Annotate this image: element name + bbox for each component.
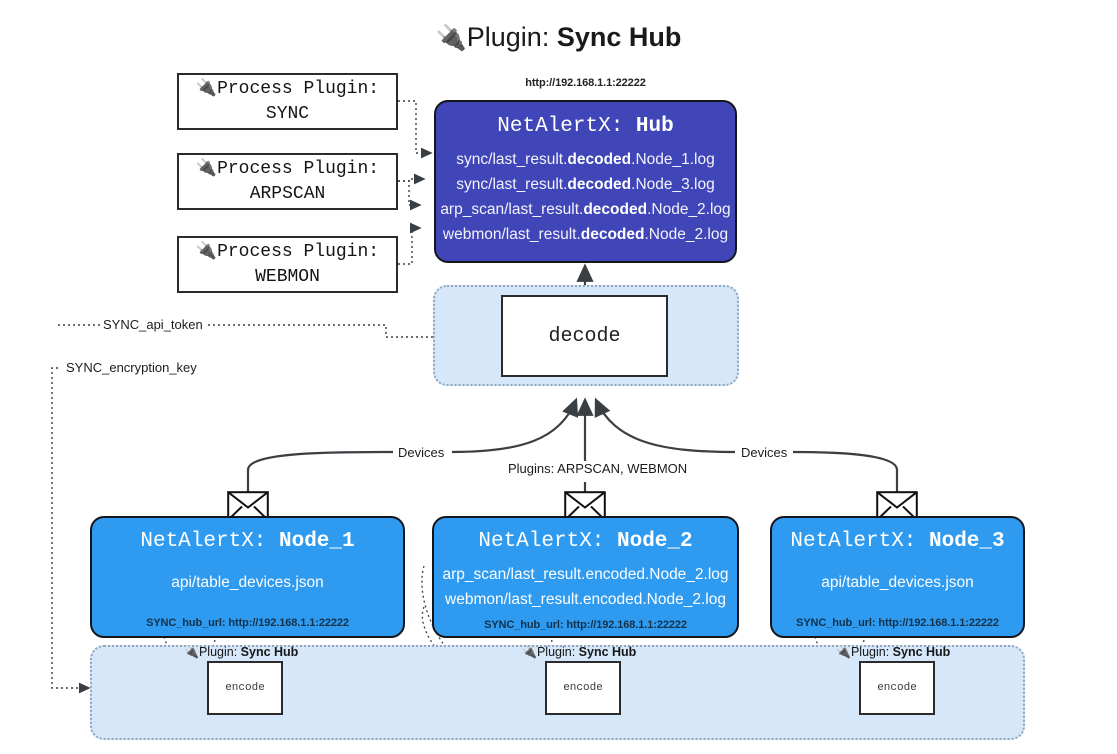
node-title: NetAlertX: Node_3: [790, 530, 1005, 553]
node-box-node-1[interactable]: NetAlertX: Node_1 api/table_devices.json…: [90, 516, 405, 638]
node-title: NetAlertX: Node_2: [478, 530, 693, 553]
page-title: 🔌Plugin: Sync Hub: [0, 16, 1117, 59]
hub-log-line-3: arp_scan/last_result.decoded.Node_2.log: [440, 201, 731, 218]
node-resource-line: api/table_devices.json: [171, 574, 324, 591]
process-plugin-name: WEBMON: [255, 266, 320, 287]
edge-label-plugins-center: Plugins: ARPSCAN, WEBMON: [505, 461, 691, 477]
electric-plug-icon: 🔌: [195, 159, 218, 179]
encode-box-1[interactable]: encode: [207, 661, 283, 715]
node-title: NetAlertX: Node_1: [140, 530, 355, 553]
process-plugin-box-webmon[interactable]: 🔌Process Plugin: WEBMON: [177, 236, 398, 293]
process-plugin-heading: 🔌Process Plugin:: [195, 158, 380, 179]
node-box-node-2[interactable]: NetAlertX: Node_2 arp_scan/last_result.e…: [432, 516, 739, 638]
decode-box[interactable]: decode: [501, 295, 668, 377]
process-plugin-box-sync[interactable]: 🔌Process Plugin: SYNC: [177, 73, 398, 130]
edge-label-devices-left: Devices: [395, 445, 448, 461]
sync-encryption-key-label: SYNC_encryption_key: [63, 360, 200, 376]
process-plugin-heading: 🔌Process Plugin:: [195, 78, 380, 99]
encode-box-3[interactable]: encode: [859, 661, 935, 715]
page-title-prefix: Plugin:: [466, 22, 557, 52]
encode-plugin-caption-3: 🔌Plugin: Sync Hub: [836, 645, 951, 659]
process-plugin-name: SYNC: [265, 103, 310, 124]
process-plugin-heading: 🔌Process Plugin:: [195, 241, 380, 262]
hub-url-label: http://192.168.1.1:22222: [525, 77, 646, 89]
node-hub-url-footer: SYNC_hub_url: http://192.168.1.1:22222: [146, 617, 349, 629]
hub-log-line-2: sync/last_result.decoded.Node_3.log: [456, 176, 715, 193]
hub-log-line-4: webmon/last_result.decoded.Node_2.log: [442, 226, 729, 243]
sync-api-token-label: SYNC_api_token: [100, 317, 206, 333]
electric-plug-icon: 🔌: [435, 24, 467, 52]
hub-title: NetAlertX: Hub: [497, 115, 674, 138]
process-plugin-name: ARPSCAN: [249, 183, 326, 204]
electric-plug-icon: 🔌: [522, 645, 537, 659]
process-plugin-box-arpscan[interactable]: 🔌Process Plugin: ARPSCAN: [177, 153, 398, 210]
page-title-name: Sync Hub: [556, 22, 682, 52]
node-hub-url-footer: SYNC_hub_url: http://192.168.1.1:22222: [796, 617, 999, 629]
electric-plug-icon: 🔌: [184, 645, 199, 659]
encode-plugin-caption-2: 🔌Plugin: Sync Hub: [522, 645, 637, 659]
electric-plug-icon: 🔌: [195, 79, 218, 99]
node-resource-line: arp_scan/last_result.encoded.Node_2.log: [442, 566, 729, 583]
hub-box[interactable]: NetAlertX: Hub sync/last_result.decoded.…: [434, 100, 737, 263]
node-hub-url-footer: SYNC_hub_url: http://192.168.1.1:22222: [484, 619, 687, 631]
electric-plug-icon: 🔌: [195, 242, 218, 262]
encode-box-2[interactable]: encode: [545, 661, 621, 715]
hub-log-line-1: sync/last_result.decoded.Node_1.log: [456, 151, 715, 168]
node-box-node-3[interactable]: NetAlertX: Node_3 api/table_devices.json…: [770, 516, 1025, 638]
node-resource-line: api/table_devices.json: [821, 574, 974, 591]
edge-label-devices-right: Devices: [738, 445, 791, 461]
encode-plugin-caption-1: 🔌Plugin: Sync Hub: [184, 645, 299, 659]
node-resource-line: webmon/last_result.encoded.Node_2.log: [445, 591, 726, 608]
electric-plug-icon: 🔌: [836, 645, 851, 659]
